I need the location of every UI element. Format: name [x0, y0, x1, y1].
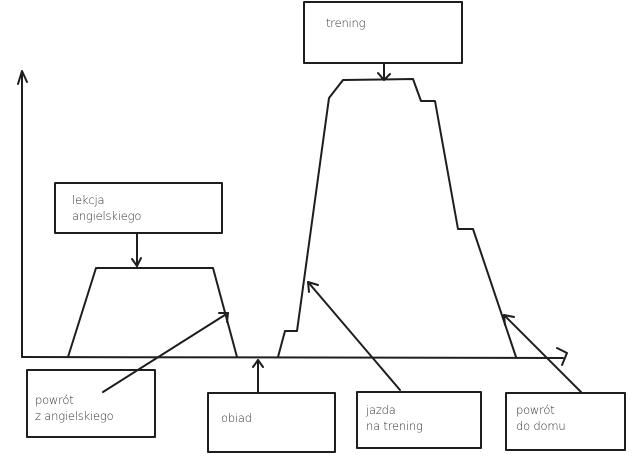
powrot-do-domu-box [505, 392, 626, 451]
trening-shape [277, 78, 517, 358]
powrot-z-angielskiego-label: powrót z angielskiego [35, 392, 114, 424]
powrot-z-angielskiego-box [26, 369, 156, 438]
label-line: angielskiego [72, 209, 142, 223]
label-line: na trening [366, 419, 423, 433]
label-line: obiad [221, 411, 252, 425]
label-line: z angielskiego [35, 409, 114, 423]
jazda-box [356, 391, 482, 449]
arrow-lekcja [131, 232, 142, 267]
label-line: powrót [35, 393, 74, 407]
powrot-do-domu-label: powrót do domu [516, 402, 566, 434]
label-line: powrót [516, 403, 555, 417]
x-axis [21, 347, 568, 366]
arrow-trening [377, 62, 391, 81]
arrow-jazda [307, 281, 401, 391]
arrow-powrot-z-angielskiego [102, 312, 229, 393]
y-axis [17, 70, 28, 358]
arrow-obiad [252, 359, 264, 394]
trening-label: trening [326, 15, 366, 31]
label-line: trening [326, 16, 366, 30]
arrow-powrot-do-domu [503, 314, 582, 393]
label-line: lekcja [72, 193, 105, 207]
obiad-label: obiad [221, 410, 252, 426]
lekcja-box [54, 182, 223, 234]
obiad-box [207, 392, 336, 453]
label-line: jazda [366, 403, 396, 417]
lekcja-label: lekcja angielskiego [72, 192, 141, 224]
label-line: do domu [516, 419, 566, 433]
jazda-label: jazda na trening [366, 402, 423, 434]
lekcja-shape [67, 267, 238, 358]
trening-box [303, 1, 463, 64]
